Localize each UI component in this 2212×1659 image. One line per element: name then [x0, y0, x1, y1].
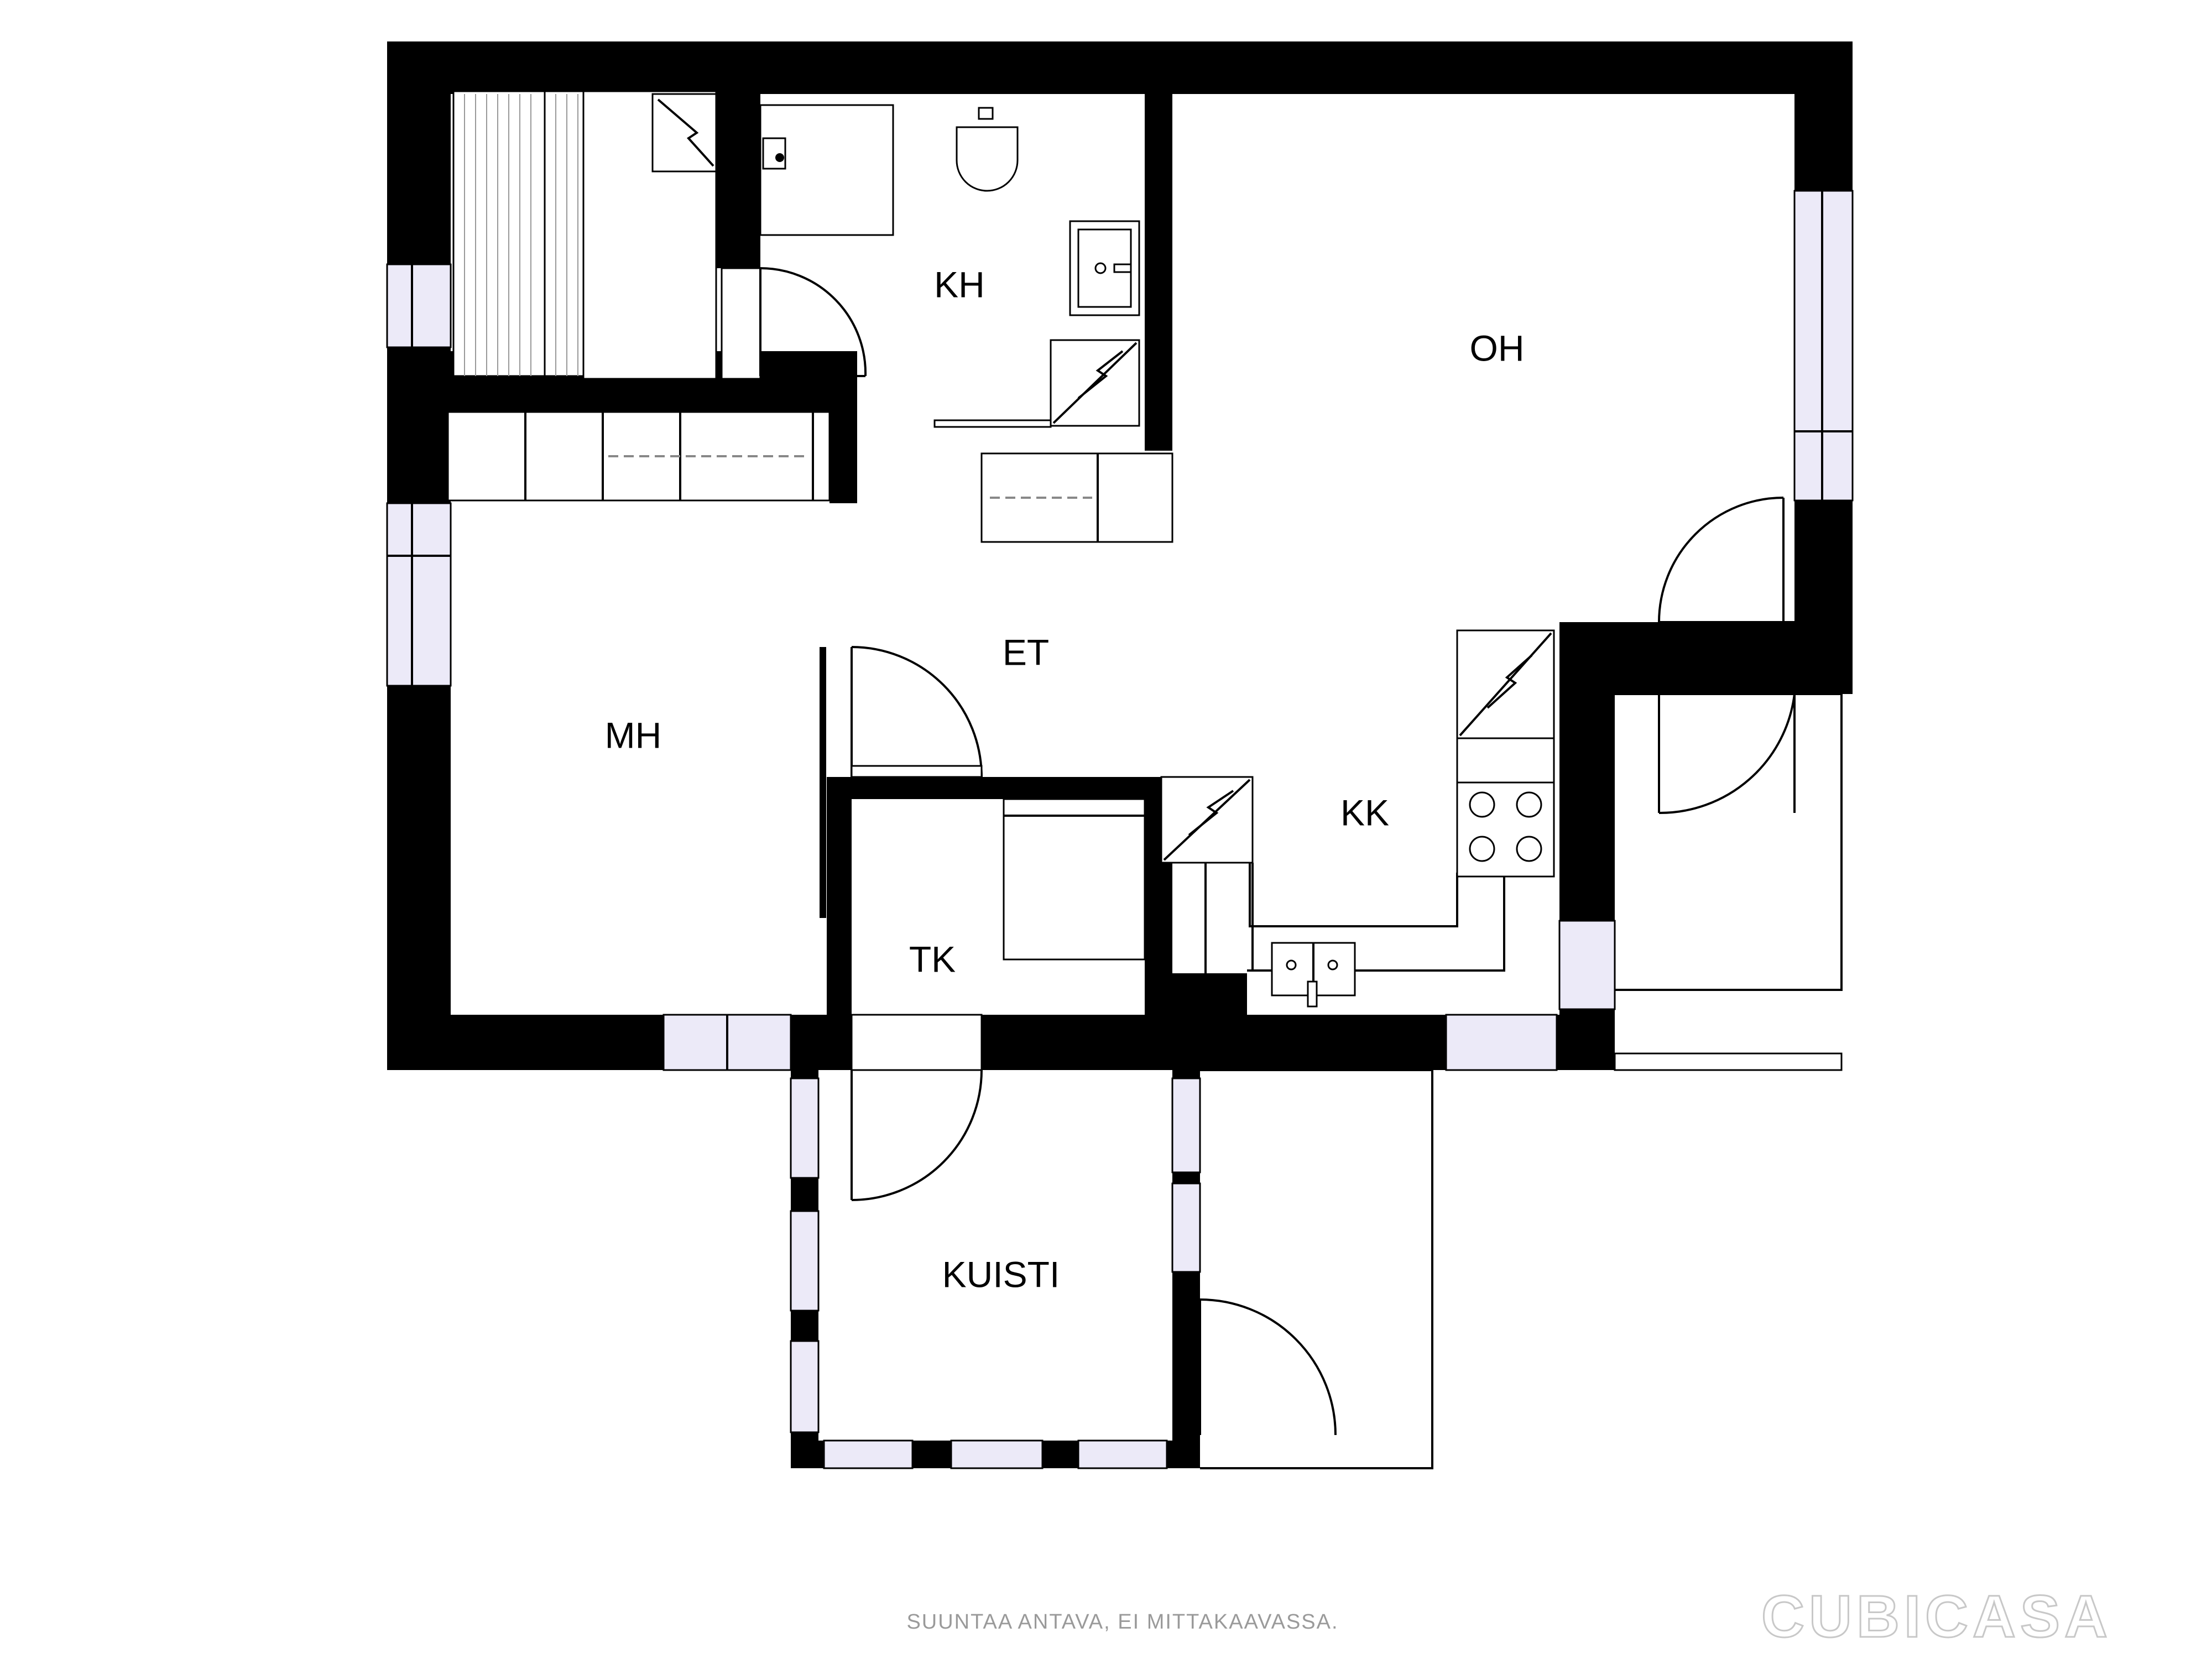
room-label-mh: MH [605, 714, 662, 755]
cubicasa-logo: CUBICASA [1761, 1583, 2112, 1650]
sauna-benches [452, 90, 717, 380]
doors [820, 497, 1796, 1436]
room-label-tk: TK [909, 938, 956, 979]
kitchen-fixtures [1160, 629, 1555, 1008]
room-label-kuisti: KUISTI [942, 1254, 1060, 1295]
room-label-kk: KK [1340, 792, 1389, 833]
wardrobes [447, 411, 1173, 543]
windows [386, 190, 1854, 1469]
room-label-et: ET [1003, 632, 1049, 672]
outdoor-areas [1200, 693, 1843, 1469]
bathroom-fixtures [721, 104, 1140, 428]
room-label-kh: KH [934, 264, 985, 305]
scale-disclaimer: SUUNTAA ANTAVA, EI MITTAKAAVASSA. [906, 1610, 1338, 1634]
utility-room-fixtures [1003, 798, 1146, 961]
room-label-oh: OH [1470, 327, 1525, 368]
